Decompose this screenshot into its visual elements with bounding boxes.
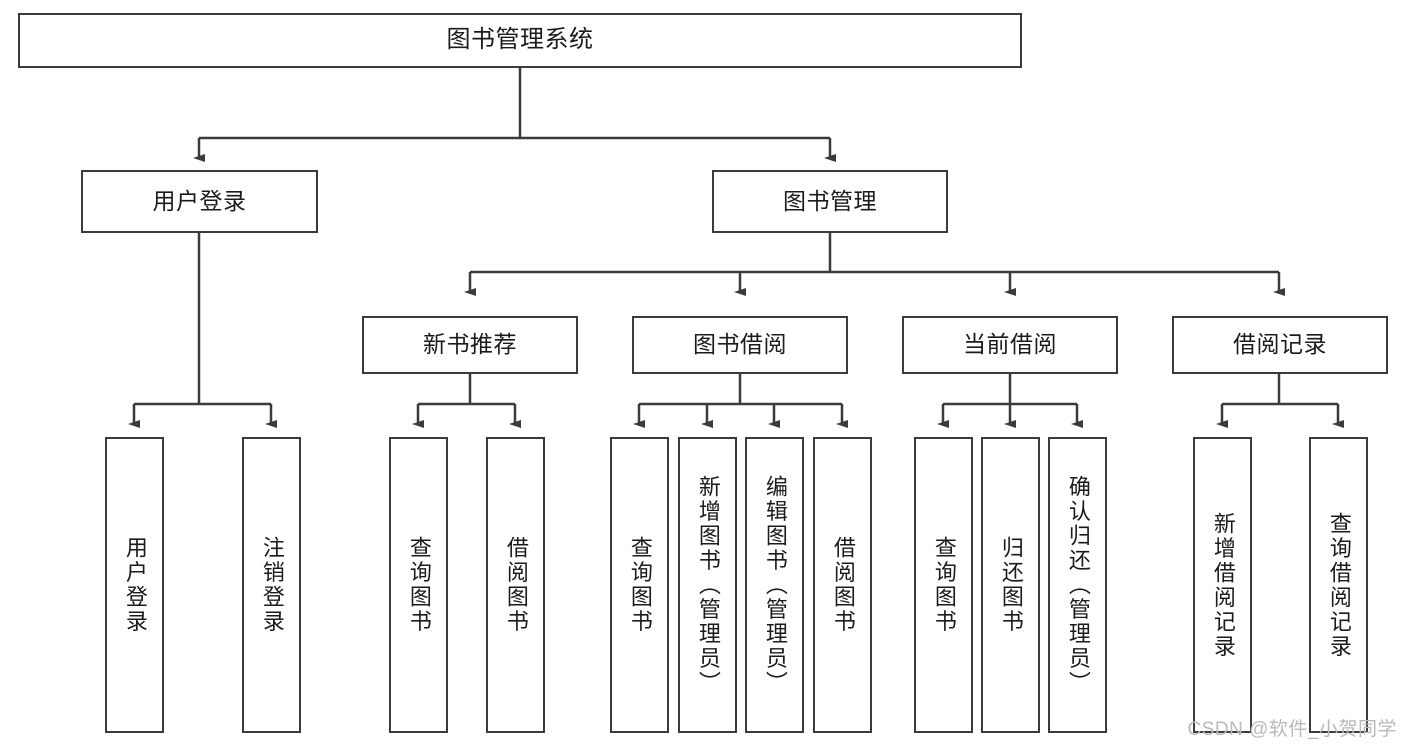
- leaf-query-borrow-record[interactable]: 查询借阅记录: [1309, 437, 1368, 733]
- node-root-system[interactable]: 图书管理系统: [18, 13, 1022, 68]
- node-new-book-recommend[interactable]: 新书推荐: [362, 316, 578, 374]
- node-label: 新书推荐: [423, 331, 517, 358]
- leaf-add-borrow-record[interactable]: 新增借阅记录: [1193, 437, 1252, 733]
- node-label: 归还图书: [998, 536, 1024, 634]
- leaf-query-book-new[interactable]: 查询图书: [389, 437, 448, 733]
- leaf-user-login[interactable]: 用户登录: [105, 437, 164, 733]
- node-label: 用户登录: [122, 536, 148, 634]
- node-label: 确认归还（管理员）: [1065, 474, 1091, 696]
- leaf-borrow-book[interactable]: 借阅图书: [813, 437, 872, 733]
- node-label: 借阅图书: [503, 536, 529, 634]
- leaf-borrow-book-new[interactable]: 借阅图书: [486, 437, 545, 733]
- leaf-add-book-admin[interactable]: 新增图书（管理员）: [678, 437, 737, 733]
- node-label: 查询图书: [627, 536, 653, 634]
- leaf-return-book[interactable]: 归还图书: [981, 437, 1040, 733]
- node-label: 注销登录: [259, 536, 285, 634]
- leaf-query-book[interactable]: 查询图书: [610, 437, 669, 733]
- node-book-borrow[interactable]: 图书借阅: [632, 316, 848, 374]
- leaf-logout[interactable]: 注销登录: [242, 437, 301, 733]
- watermark: CSDN @软件_小贺同学: [1187, 719, 1397, 740]
- node-label: 查询借阅记录: [1326, 511, 1352, 659]
- node-label: 借阅图书: [830, 536, 856, 634]
- node-label: 当前借阅: [963, 331, 1057, 358]
- node-label: 新增借阅记录: [1210, 511, 1236, 659]
- node-label: 图书管理系统: [446, 26, 594, 54]
- node-label: 查询图书: [931, 536, 957, 634]
- node-label: 图书借阅: [693, 331, 787, 358]
- leaf-query-book-current[interactable]: 查询图书: [914, 437, 973, 733]
- leaf-edit-book-admin[interactable]: 编辑图书（管理员）: [745, 437, 804, 733]
- node-label: 查询图书: [406, 536, 432, 634]
- leaf-confirm-return-admin[interactable]: 确认归还（管理员）: [1048, 437, 1107, 733]
- node-user-login[interactable]: 用户登录: [81, 170, 318, 233]
- node-current-borrow[interactable]: 当前借阅: [902, 316, 1118, 374]
- node-label: 编辑图书（管理员）: [762, 474, 788, 696]
- node-label: 用户登录: [152, 187, 247, 214]
- node-borrow-record[interactable]: 借阅记录: [1172, 316, 1388, 374]
- node-label: 借阅记录: [1233, 331, 1327, 358]
- node-label: 新增图书（管理员）: [695, 474, 721, 696]
- node-book-management[interactable]: 图书管理: [712, 170, 948, 233]
- node-label: 图书管理: [783, 187, 877, 214]
